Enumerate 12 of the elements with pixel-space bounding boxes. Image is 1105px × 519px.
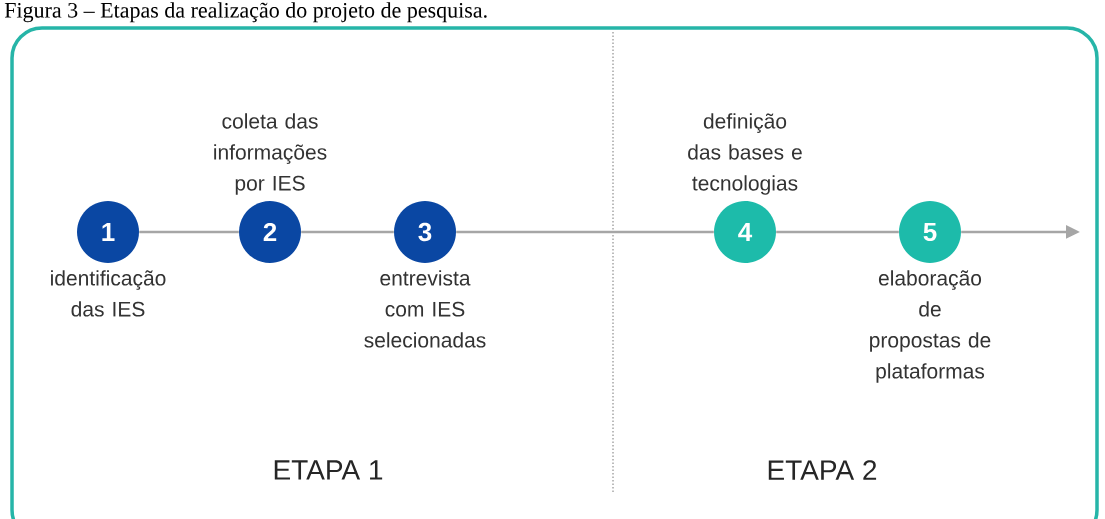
- connector-line: [776, 230, 899, 234]
- stage-label: ETAPA 2: [768, 460, 877, 480]
- step-label: entrevista com IES selecionadas: [364, 270, 486, 348]
- step-label: identificação das IES: [51, 270, 166, 317]
- stage-label: ETAPA 1: [274, 460, 383, 480]
- step-label: coleta das informações por IES: [214, 113, 327, 195]
- connector-line: [301, 230, 394, 234]
- caption: Figura 3 – Etapas da realização do projeto de pesquisa.: [4, 2, 487, 23]
- connector-line: [456, 230, 714, 234]
- connector-line: [139, 230, 239, 234]
- step-label: elaboração de propostas de plataformas: [870, 270, 991, 383]
- step-label: definição das bases e tecnologias: [688, 113, 802, 195]
